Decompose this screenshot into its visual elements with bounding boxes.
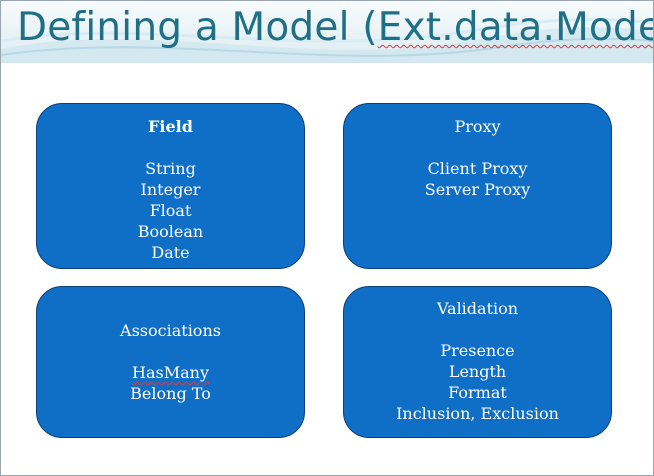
proxy-card-heading: Proxy [454,117,501,136]
page-title: Defining a Model (Ext.data.Model) [17,5,653,50]
title-highlight: Ext.data.Model [377,5,653,50]
associations-card: Associations HasMany Belong To [36,286,305,438]
associations-item: Belong To [130,384,211,403]
field-item: Boolean [137,222,204,241]
proxy-item: Client Proxy [427,159,528,178]
proxy-card-spacer [344,137,611,158]
title-band: Defining a Model (Ext.data.Model) [1,1,653,63]
field-card-heading: Field [148,117,193,136]
decorative-swoosh [1,17,653,63]
field-item: String [145,159,196,178]
proxy-card: Proxy Client Proxy Server Proxy [343,103,612,269]
proxy-item: Server Proxy [424,180,531,199]
field-card: Field String Integer Float Boolean Date [36,103,305,269]
title-prefix: Defining a Model ( [17,5,378,50]
associations-item: HasMany [37,362,304,383]
associations-card-heading: Associations [120,321,221,340]
validation-card-spacer [344,319,611,340]
field-item: Date [151,243,190,262]
validation-card: Validation Presence Length Format Inclus… [343,286,612,438]
associations-item-text: HasMany [132,363,209,382]
field-item: Integer [140,180,201,199]
validation-item: Format [448,383,507,402]
associations-card-spacer [37,341,304,362]
field-item: Float [149,201,192,220]
validation-card-heading: Validation [436,299,519,318]
validation-item: Presence [440,341,515,360]
validation-item: Inclusion, Exclusion [396,404,559,423]
field-card-spacer [37,137,304,158]
validation-item: Length [448,362,507,381]
